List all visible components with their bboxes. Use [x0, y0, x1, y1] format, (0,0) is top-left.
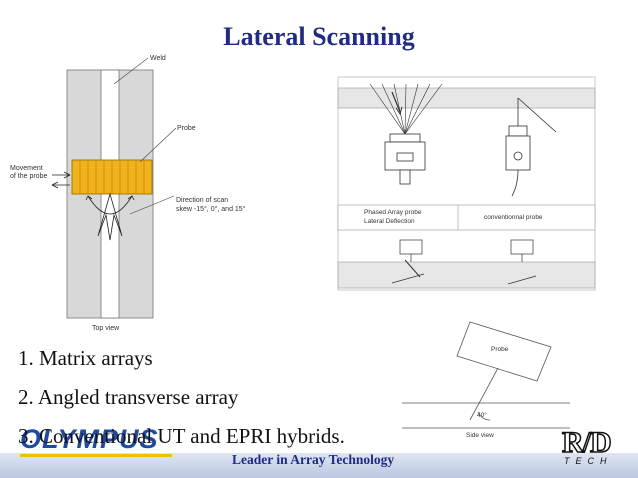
side-probe-label: Probe — [491, 346, 509, 353]
top-plate — [337, 87, 596, 109]
bottom-plate — [337, 261, 596, 289]
probe-shape — [456, 321, 552, 382]
list-item-conventional: 3. Conventional UT and EPRI hybrids. — [18, 424, 345, 448]
logo-underline — [20, 454, 172, 457]
list-item-angled: 2. Angled transverse array — [18, 385, 239, 409]
movement-label-line1: Movement — [10, 165, 43, 172]
probe-label: Probe — [177, 125, 196, 132]
conventional-label: conventionnal probe — [484, 214, 543, 221]
phased-probe — [384, 133, 426, 185]
beam-line — [469, 367, 499, 421]
bottom-conventional — [507, 239, 537, 285]
movement-label-line2: of the probe — [10, 173, 47, 180]
direction-label-line2: skew -15°, 0°, and 15° — [176, 205, 246, 213]
comparison-frame — [337, 76, 596, 291]
comparison-table: Phased Array probe Lateral Deflection co… — [337, 204, 596, 231]
angle-label: 40° — [477, 411, 487, 419]
side-view-caption: Side view — [466, 432, 494, 439]
angle-arc — [477, 411, 491, 421]
weld-label: Weld — [150, 55, 166, 62]
list-item-matrix: 1. Matrix arrays — [18, 346, 153, 370]
tagline: Leader in Array Technology — [232, 452, 395, 467]
conventional-probe — [505, 97, 557, 197]
leader-lines — [113, 57, 177, 215]
direction-label-line1: Direction of scan — [176, 197, 228, 204]
probe-elements — [79, 160, 145, 194]
movement-arrow — [51, 171, 71, 189]
bottom-phased — [391, 239, 425, 284]
phased-fan — [369, 83, 443, 135]
beam-fan — [85, 192, 135, 241]
footer-bar — [0, 453, 638, 478]
page-title: Lateral Scanning — [223, 22, 415, 51]
rdtech-logo-sub: TECH — [564, 456, 613, 466]
rdtech-logo: R/D — [561, 425, 612, 460]
olympus-logo: OLYMPUS — [20, 424, 159, 454]
phased-label-line2: Lateral Deflection — [364, 218, 415, 225]
phased-label-line1: Phased Array probe — [364, 209, 422, 216]
top-view-caption: Top view — [92, 325, 120, 332]
